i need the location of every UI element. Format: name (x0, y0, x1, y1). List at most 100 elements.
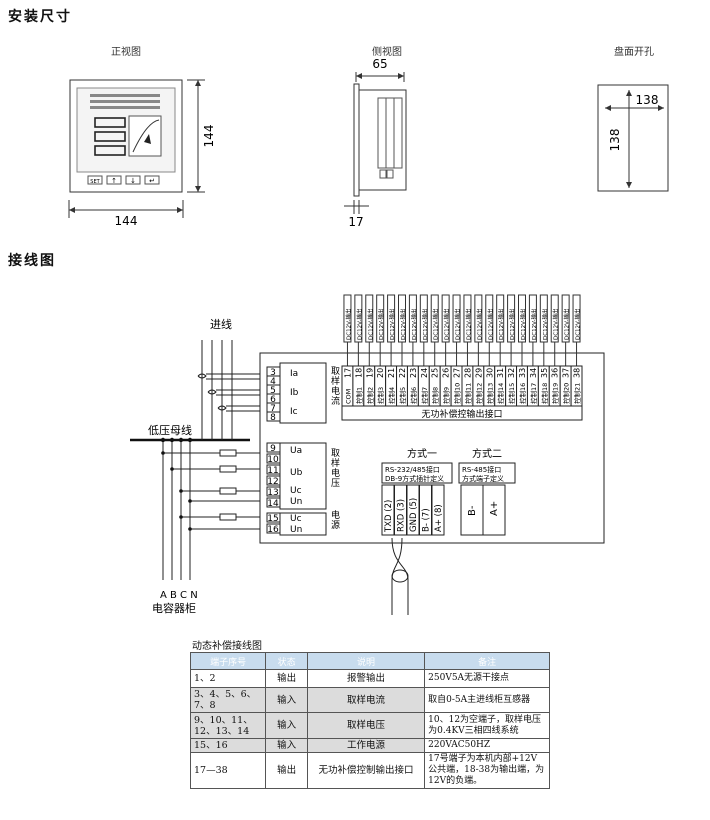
output-number: 25 (431, 368, 440, 378)
output-number: 38 (573, 368, 582, 378)
table-cell: 输入 (265, 712, 308, 739)
output-title-box (341, 405, 583, 421)
table-header: 状态 (265, 652, 308, 670)
table-header: 说明 (306, 652, 426, 670)
output-control-label: 控制13 (485, 383, 494, 404)
wiring-diagram: 进线 低压母线 A B C N 电容器柜 3456789101112131415… (130, 294, 605, 615)
group-label: 流 (331, 395, 340, 407)
cutout-rect (597, 84, 669, 192)
dc-output-label: DC12V-输出 (475, 309, 483, 341)
voltage-fuses (163, 449, 260, 530)
dc-output-label: DC12V-输出 (563, 309, 571, 341)
channel-label: Ia (290, 369, 298, 379)
dc-output-label: DC12V-输出 (541, 309, 549, 341)
group-label: 源 (331, 520, 340, 531)
table-cell: 3、4、5、6、7、8 (189, 687, 267, 713)
group-label: 取 (331, 366, 340, 377)
table-cell: 10、12为空端子，取样电压为0.4KV三相四线系统 (424, 712, 550, 739)
output-number: 20 (376, 368, 385, 378)
db9-pin-label: RXD (3) (397, 499, 407, 532)
dc-output-label: DC12V-输出 (519, 309, 527, 341)
dc-output-label: DC12V-输出 (552, 309, 560, 341)
enter-button[interactable] (144, 175, 160, 185)
mode2-sub2: 方式端子定义 (462, 474, 504, 483)
output-control-label: 控制21 (573, 383, 582, 404)
side-view-drawing: 65 17 (344, 57, 407, 229)
output-number: 22 (398, 368, 407, 378)
output-number: 23 (409, 368, 418, 378)
output-control-label: 控制11 (463, 383, 472, 404)
output-number: 35 (540, 368, 549, 378)
junction-dots (161, 451, 192, 531)
terminal-number: 12 (267, 477, 278, 487)
cabinet-label: 电容器柜 (152, 601, 196, 615)
output-number: 28 (463, 368, 472, 378)
output-number: 37 (562, 368, 571, 378)
side-view-caption: 侧视图 (372, 47, 402, 58)
set-button[interactable] (87, 175, 103, 185)
dc-output-label: DC12V-输出 (388, 309, 396, 341)
channel-label: Un (290, 497, 302, 507)
channel-label: Ub (290, 468, 303, 478)
dc-output-label: DC12V-输出 (508, 309, 516, 341)
output-control-label: 控制15 (507, 383, 516, 404)
up-button[interactable] (106, 175, 122, 185)
group-label: 取 (331, 448, 340, 459)
output-control-label: 控制18 (540, 383, 549, 404)
phase-labels: A B C N (160, 590, 198, 601)
table-cell: 1、2 (189, 669, 267, 688)
incoming-label: 进线 (210, 317, 232, 331)
output-number: 18 (354, 368, 363, 378)
dc-output-label: DC12V-输出 (410, 309, 418, 341)
output-control-label: 控制16 (518, 383, 527, 404)
panel-cutout-caption: 盘面开孔 (614, 47, 654, 58)
output-number: 27 (453, 368, 462, 378)
cutout-height-label: 138 (608, 129, 622, 152)
output-number: 19 (365, 368, 374, 378)
down-button[interactable] (125, 175, 141, 185)
dc-output-label: DC12V-输出 (399, 309, 407, 341)
terminal-number: 9 (270, 444, 276, 454)
rs485-pin (482, 484, 506, 536)
table-cell: 取样电流 (306, 687, 426, 713)
table-cell: 输出 (265, 752, 308, 789)
output-control-label: 控制3 (376, 387, 385, 404)
output-number: 32 (507, 368, 516, 378)
channel-label: Ua (290, 446, 302, 456)
output-control-label: 控制7 (420, 387, 429, 404)
gauge-arc (132, 119, 160, 153)
side-panel-label: 17 (348, 215, 363, 229)
front-view-caption: 正视图 (111, 47, 141, 58)
dc-output-label: DC12V-输出 (355, 309, 363, 341)
mode2-title: 方式二 (472, 447, 502, 460)
dc-output-label: DC12V-输出 (530, 309, 538, 341)
channel-label: Uc (290, 486, 302, 496)
front-width-label: 144 (115, 214, 138, 228)
dc-output-label: DC12V-输出 (366, 309, 374, 341)
side-terminals (377, 97, 403, 179)
down-button-label: ↓ (130, 177, 136, 185)
dc-output-label: DC12V-输出 (486, 309, 494, 341)
side-bezel (353, 83, 360, 197)
table-cell: 9、10、11、12、13、14 (189, 712, 267, 739)
terminal-number: 16 (267, 525, 279, 535)
mode1-sub1: RS-232/485接口 (385, 465, 440, 474)
mode2-sub1: RS-485接口 (462, 465, 501, 474)
table-cell: 输入 (265, 738, 308, 753)
output-number: 29 (474, 368, 483, 378)
dc-output-label: DC12V-输出 (464, 309, 472, 341)
output-control-label: 控制19 (551, 383, 560, 404)
terminal-number: 13 (267, 488, 278, 498)
table-cell: 工作电源 (306, 738, 426, 753)
output-terminals: DC12V-输出COM17DC12V-输出控制118DC12V-输出控制219D… (341, 294, 583, 407)
terminal-number: 15 (267, 514, 278, 524)
channel-label: Ib (290, 388, 299, 398)
output-control-label: 控制20 (562, 383, 571, 404)
cutout-width-label: 138 (636, 93, 659, 107)
wiring-heading: 接线图 (8, 253, 56, 269)
